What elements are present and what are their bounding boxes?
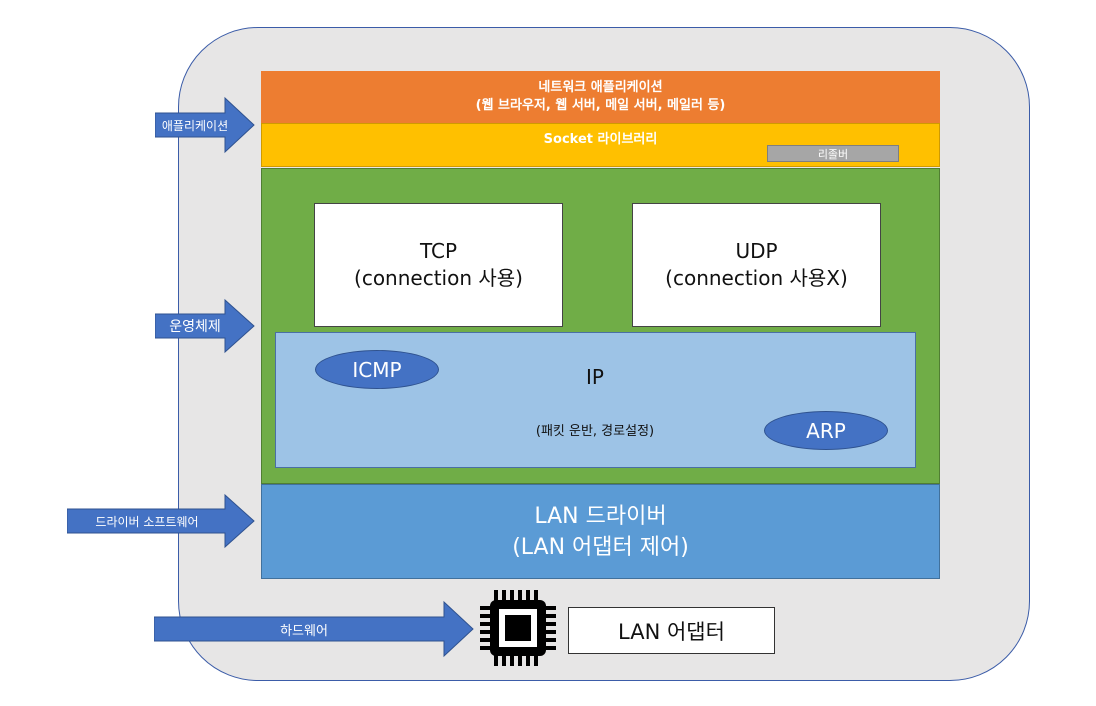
ip-title: IP [586,365,604,389]
hardware-arrow-label: 하드웨어 [280,623,328,639]
tcp-title: TCP [419,239,458,263]
os-arrow: 운영체제 [155,298,255,354]
lan-driver-layer: LAN 드라이버 (LAN 어댑터 제어) [261,484,940,579]
application-arrow: 애플리케이션 [155,96,255,154]
application-examples: (웹 브라우저, 웹 서버, 메일 서버, 메일러 등) [475,98,726,113]
udp-subtitle: (connection 사용X) [665,266,848,290]
lan-driver-title: LAN 드라이버 [534,503,667,529]
application-title: 네트워크 애플리케이션 [538,80,663,95]
udp-title: UDP [735,239,778,263]
tcp-subtitle: (connection 사용) [354,266,523,290]
hardware-arrow: 하드웨어 [154,600,474,658]
lan-adapter-box: LAN 어댑터 [568,607,775,654]
arp-ellipse: ARP [764,411,888,450]
application-layer: 네트워크 애플리케이션 (웹 브라우저, 웹 서버, 메일 서버, 메일러 등) [261,71,940,123]
application-arrow-label: 애플리케이션 [161,118,229,133]
driver-arrow-label: 드라이버 소프트웨어 [95,514,199,529]
icmp-ellipse: ICMP [315,350,439,389]
cpu-chip-icon [478,588,558,668]
os-arrow-label: 운영체제 [169,319,221,335]
lan-driver-subtitle: (LAN 어댑터 제어) [512,534,689,560]
socket-library-label: Socket 라이브러리 [543,132,658,147]
tcp-box: TCP (connection 사용) [314,203,563,327]
resolver-box: 리졸버 [767,145,899,162]
udp-box: UDP (connection 사용X) [632,203,881,327]
driver-arrow: 드라이버 소프트웨어 [67,493,255,549]
ip-subtitle: (패킷 운반, 경로설정) [535,424,655,439]
